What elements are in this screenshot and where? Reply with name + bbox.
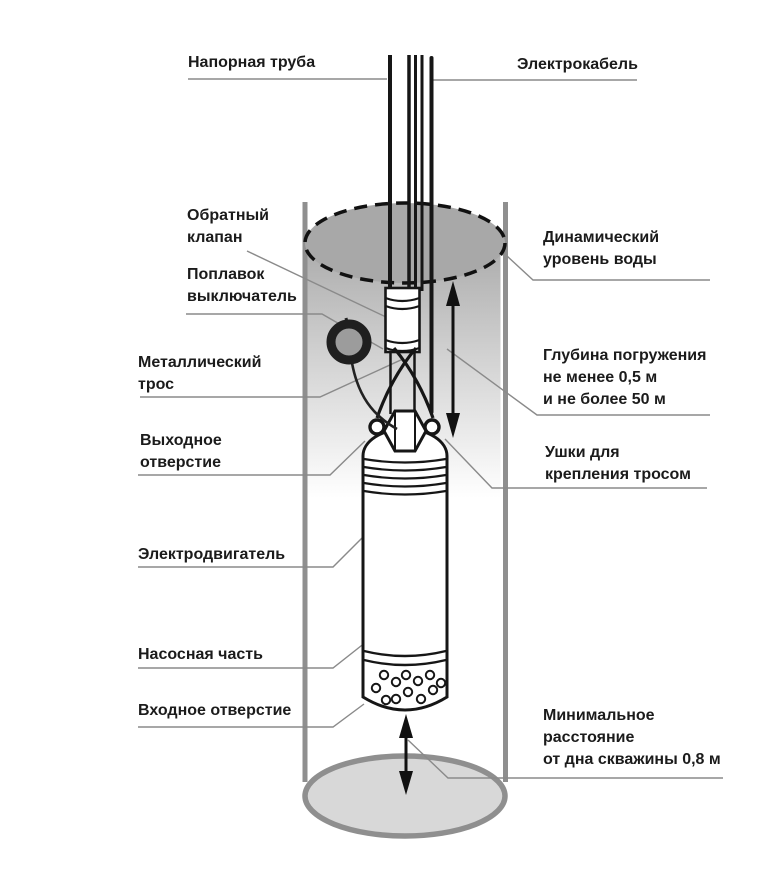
leader-min-distance [407, 739, 723, 779]
water-level-ellipse [303, 201, 507, 285]
pump-ribs [363, 457, 447, 496]
label-electric-cable: Электрокабель [517, 56, 638, 73]
leader-immersion-depth [446, 348, 710, 416]
leader-rope-lugs [444, 438, 707, 489]
inlet-holes [370, 669, 447, 706]
label-inlet: Входное отверстие [138, 702, 292, 719]
label-rope-lugs: Ушки для крепления тросом [545, 444, 691, 483]
outlet-hex-nut [382, 409, 428, 453]
float-switch-shape [326, 319, 372, 365]
leader-dynamic-water-level [506, 255, 710, 281]
label-pump-section: Насосная часть [138, 646, 263, 663]
pump-neck-pipe [389, 352, 416, 414]
leader-pump-section [138, 641, 367, 669]
pressure-pipe-shape [388, 55, 424, 291]
label-motor: Электродвигатель [138, 546, 286, 563]
label-float-switch: Поплавок выключатель [187, 266, 297, 305]
metal-rope-loop [375, 346, 435, 419]
leader-outlet [138, 440, 366, 476]
pump-body [361, 427, 449, 712]
well-casing [302, 202, 508, 782]
float-tether [350, 362, 398, 431]
label-check-valve: Обратный клапан [187, 207, 269, 246]
bottom-distance-arrow [399, 714, 413, 795]
label-pressure-pipe: Напорная труба [188, 54, 316, 71]
pump-section-band [363, 649, 447, 667]
leader-check-valve [246, 250, 387, 318]
label-metal-rope: Металлический трос [138, 354, 262, 393]
check-valve-shape [384, 286, 421, 354]
label-immersion-depth: Глубина погружения не менее 0,5 м и не б… [543, 347, 707, 408]
label-min-distance: Минимальное расстояние от дна скважины 0… [543, 707, 721, 768]
leader-metal-rope [140, 358, 404, 398]
label-dynamic-water-level: Динамический уровень воды [543, 229, 660, 268]
depth-arrow [446, 281, 460, 438]
rope-lugs-shape [368, 418, 441, 436]
label-outlet: Выходное отверстие [140, 432, 222, 471]
leader-inlet [138, 703, 365, 728]
